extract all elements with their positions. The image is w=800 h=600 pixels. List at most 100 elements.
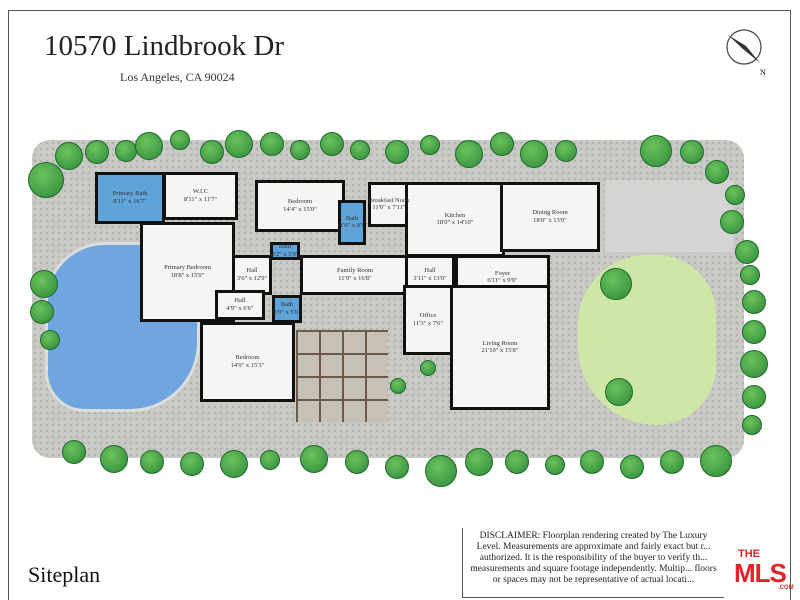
room-dimensions: 3'11" x 13'0" [413, 275, 447, 282]
room-dimensions: 18'8" x 15'0" [170, 272, 205, 279]
room [215, 290, 265, 320]
room [200, 322, 295, 402]
room [338, 200, 366, 245]
patio-pergola [296, 330, 388, 422]
room-name: Bath [278, 243, 292, 251]
room-dimensions: 21'10" x 15'8" [481, 347, 519, 355]
tree-icon [620, 455, 644, 479]
tree-icon [260, 450, 280, 470]
tree-icon [465, 448, 493, 476]
tree-icon [725, 185, 745, 205]
tree-icon [742, 290, 766, 314]
room-dimensions: 3'6" x 12'9" [236, 275, 268, 282]
tree-icon [260, 132, 284, 156]
page-frame [8, 10, 791, 600]
room [95, 172, 165, 224]
tree-icon [140, 450, 164, 474]
tree-icon [100, 445, 128, 473]
room-name: Primary Bedroom [164, 264, 211, 272]
tree-icon [740, 265, 760, 285]
tree-icon [220, 450, 248, 478]
tree-icon [345, 450, 369, 474]
tree-icon [580, 450, 604, 474]
tree-icon [115, 140, 137, 162]
front-lawn [578, 255, 716, 425]
room [403, 285, 453, 355]
tree-icon [28, 162, 64, 198]
room-name: Dining Room [532, 209, 568, 217]
mls-logo: THE MLS .COM [732, 548, 794, 592]
room-name: Bath [280, 301, 294, 309]
tree-icon [505, 450, 529, 474]
room-dimensions: 6'11" x 9'9" [487, 277, 518, 285]
tree-icon [200, 140, 224, 164]
tree-icon [30, 270, 58, 298]
tree-icon [170, 130, 190, 150]
tree-icon [520, 140, 548, 168]
tree-icon [680, 140, 704, 164]
tree-icon [425, 455, 457, 487]
tree-icon [455, 140, 483, 168]
tree-icon [320, 132, 344, 156]
room [163, 172, 238, 220]
tree-icon [55, 142, 83, 170]
tree-icon [180, 452, 204, 476]
room-name: Bath [345, 214, 359, 222]
siteplan-label: Siteplan [28, 562, 101, 587]
tree-icon [720, 210, 744, 234]
room-dimensions: 18'0" x 13'0" [533, 217, 567, 224]
room-name: Hall [424, 267, 436, 275]
tree-icon [350, 140, 370, 160]
tree-icon [545, 455, 565, 475]
tree-icon [420, 135, 440, 155]
tree-icon [390, 378, 406, 394]
room [272, 295, 302, 323]
room-dimensions: 8'11" x 16'7" [113, 198, 147, 205]
room-dimensions: 8'2" x 5'9" [271, 251, 299, 258]
tree-icon [62, 440, 86, 464]
room-name: Living Room [482, 339, 518, 347]
tree-icon [742, 415, 762, 435]
room [232, 255, 272, 295]
tree-icon [605, 378, 633, 406]
room [500, 182, 600, 252]
tree-icon [740, 350, 768, 378]
room-name: Office [419, 312, 437, 320]
tree-icon [385, 455, 409, 479]
tree-icon [735, 240, 759, 264]
compass-icon: N [726, 29, 766, 77]
room [255, 180, 345, 232]
tree-icon [640, 135, 672, 167]
tree-icon [742, 385, 766, 409]
room-dimensions: 8'9" x 5'6" [273, 309, 301, 316]
room-dimensions: 11'0" x 8'1" [336, 222, 368, 230]
logo-com: .COM [778, 585, 794, 591]
tree-icon [705, 160, 729, 184]
room-name: Primary Bath [112, 190, 148, 198]
room [450, 285, 550, 410]
room-dimensions: 8'11" x 11'7" [183, 196, 218, 203]
room-name: Hall [246, 267, 258, 275]
swimming-pool [45, 242, 200, 412]
tree-icon [300, 445, 328, 473]
tree-icon [135, 132, 163, 160]
room-name: Kitchen [444, 211, 466, 219]
room-dimensions: 18'0" x 14'10" [436, 219, 474, 227]
tree-icon [420, 360, 436, 376]
tree-icon [385, 140, 409, 164]
tree-icon [700, 445, 732, 477]
